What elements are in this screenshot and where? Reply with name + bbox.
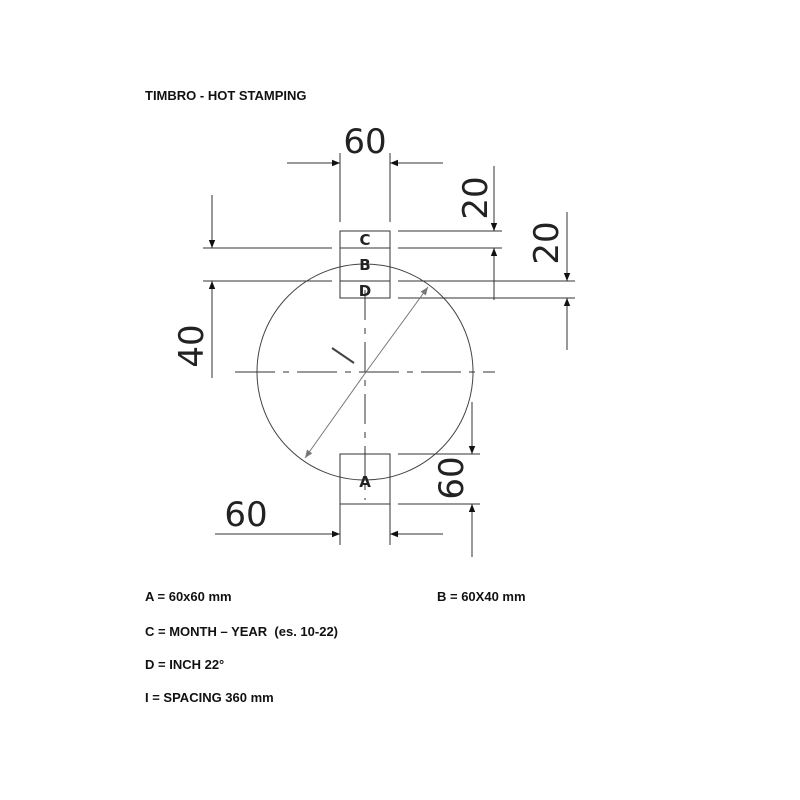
dim-right-lower: 20 bbox=[527, 221, 567, 264]
legend-i: I = SPACING 360 mm bbox=[145, 690, 274, 705]
dim-a-height: 60 bbox=[432, 456, 472, 499]
legend-a: A = 60x60 mm bbox=[145, 589, 232, 604]
box-d bbox=[339, 280, 391, 299]
spacing-mark-i bbox=[331, 347, 355, 364]
legend-d: D = INCH 22° bbox=[145, 657, 225, 672]
dim-bottom-width: 60 bbox=[224, 495, 267, 535]
label-b: B bbox=[359, 256, 370, 274]
diameter-line bbox=[365, 286, 429, 373]
dim-top-width: 60 bbox=[343, 122, 386, 162]
label-d: D bbox=[359, 282, 371, 300]
box-a bbox=[339, 453, 391, 505]
title: TIMBRO - HOT STAMPING bbox=[145, 88, 307, 103]
legend-b: B = 60X40 mm bbox=[437, 589, 526, 604]
label-c: C bbox=[359, 231, 370, 249]
label-a: A bbox=[359, 473, 371, 491]
dim-left-height: 40 bbox=[172, 324, 212, 367]
legend-c: C = MONTH – YEAR (es. 10-22) bbox=[145, 624, 339, 639]
dim-right-upper: 20 bbox=[456, 176, 496, 219]
